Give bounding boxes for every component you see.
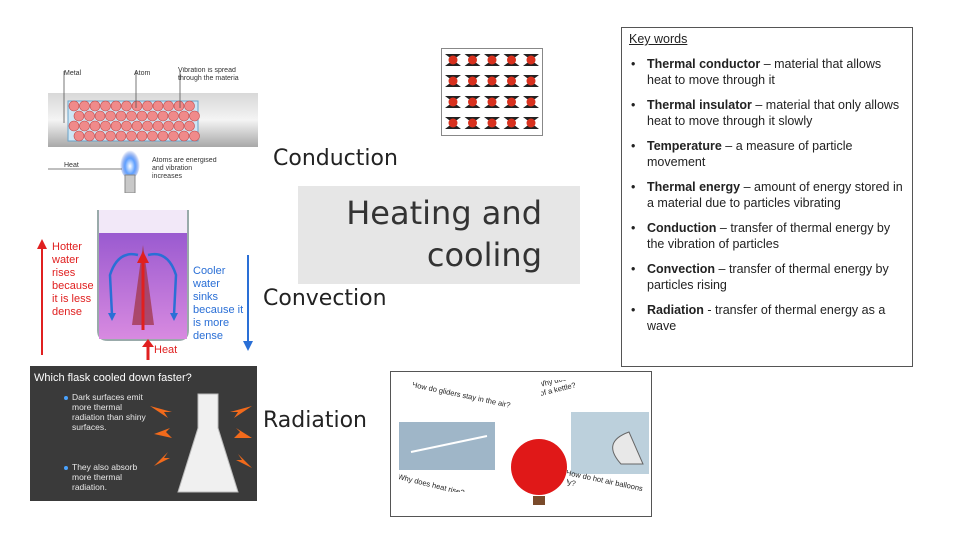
keyword-term: Temperature [647, 139, 722, 153]
title-box: Heating and cooling [298, 186, 580, 284]
question-steam: Why does steam always rise out of a kett… [541, 380, 643, 398]
particle [445, 54, 461, 66]
particle [484, 75, 500, 87]
particles-diagram [445, 54, 539, 129]
flask-bullet-1: Dark surfaces emit more thermal radiatio… [72, 392, 146, 432]
heat-label: Heat [154, 344, 177, 356]
radiation-label: Radiation [263, 408, 367, 433]
vibration-text: Vibration is spread through the materia [178, 67, 239, 82]
particle [484, 54, 500, 66]
particle [503, 75, 520, 87]
flask-radiation-image: Which flask cooled down faster? Dark sur… [30, 366, 257, 501]
flask-bullet-2: They also absorb more thermal radiation. [72, 462, 138, 492]
keyword-definition: – amount of energy stored in a material … [647, 180, 903, 210]
title-line-1: Heating and [346, 194, 542, 232]
keyword-term: Thermal conductor [647, 57, 761, 71]
atoms-energised-text: Atoms are energised and vibration increa… [152, 157, 217, 180]
heat-text: Heat [64, 162, 79, 169]
keyword-definition: – material that allows heat to move thro… [647, 57, 882, 87]
flask-diagram: Which flask cooled down faster? Dark sur… [30, 366, 257, 501]
particle [464, 96, 481, 108]
hotter-water-text: Hotter water rises because it is less de… [52, 241, 94, 318]
question-balloons: How do hot air balloons fly? [567, 468, 644, 494]
particle [523, 96, 539, 108]
particle [484, 96, 500, 108]
convection-diagram: Hotter water rises because it is less de… [37, 210, 253, 360]
key-words-heading: Key words [629, 32, 688, 46]
particle [523, 54, 539, 66]
conduction-label: Conduction [273, 146, 398, 171]
keyword-definition: – material that only allows heat to move… [647, 98, 900, 128]
particle [464, 75, 481, 87]
metal-conduction-image: Metal Atom Vibration is spread through t… [48, 63, 258, 194]
keyword-item: Conduction – transfer of thermal energy … [629, 220, 904, 252]
keyword-definition: – transfer of thermal energy by the vibr… [647, 221, 891, 251]
keyword-item: Thermal conductor – material that allows… [629, 56, 904, 88]
keyword-definition: - transfer of thermal energy as a wave [647, 303, 886, 333]
key-words-box: Key words Thermal conductor – material t… [621, 27, 913, 367]
particle [445, 117, 461, 129]
keyword-term: Radiation [647, 303, 704, 317]
vibrating-particles-image [441, 48, 543, 136]
particle [484, 117, 500, 129]
particle [503, 54, 520, 66]
keyword-term: Conduction [647, 221, 717, 235]
particle [464, 117, 481, 129]
title-line-2: cooling [426, 236, 542, 274]
particle [445, 96, 461, 108]
heat-questions-image: How do gliders stay in the air? Why does… [390, 371, 652, 517]
keyword-definition: – transfer of thermal energy by particle… [647, 262, 889, 292]
atom-text: Atom [134, 70, 151, 77]
flask-question: Which flask cooled down faster? [34, 372, 192, 384]
page-title: Heating and cooling [298, 192, 578, 276]
particle [445, 75, 461, 87]
particle [523, 117, 539, 129]
keyword-item: Thermal energy – amount of energy stored… [629, 179, 904, 211]
particle [503, 117, 520, 129]
keyword-item: Thermal insulator – material that only a… [629, 97, 904, 129]
cooler-water-text: Cooler water sinks because it is more de… [193, 265, 244, 342]
convection-label: Convection [263, 286, 387, 311]
keyword-item: Radiation - transfer of thermal energy a… [629, 302, 904, 334]
keyword-term: Thermal energy [647, 180, 741, 194]
keyword-term: Thermal insulator [647, 98, 752, 112]
keyword-term: Convection [647, 262, 716, 276]
particle [464, 54, 481, 66]
questions-collage: How do gliders stay in the air? Why does… [399, 380, 649, 505]
particle [503, 96, 520, 108]
metal-text: Metal [64, 70, 82, 77]
keyword-item: Temperature – a measure of particle move… [629, 138, 904, 170]
particle [523, 75, 539, 87]
question-gliders: How do gliders stay in the air? [413, 380, 512, 410]
keyword-item: Convection – transfer of thermal energy … [629, 261, 904, 293]
keyword-definition: – a measure of particle movement [647, 139, 853, 169]
question-heat-rise: Why does heat rise? [399, 472, 466, 492]
metal-conduction-diagram: Metal Atom Vibration is spread through t… [48, 67, 258, 194]
convection-beaker-image: Hotter water rises because it is less de… [28, 205, 260, 360]
